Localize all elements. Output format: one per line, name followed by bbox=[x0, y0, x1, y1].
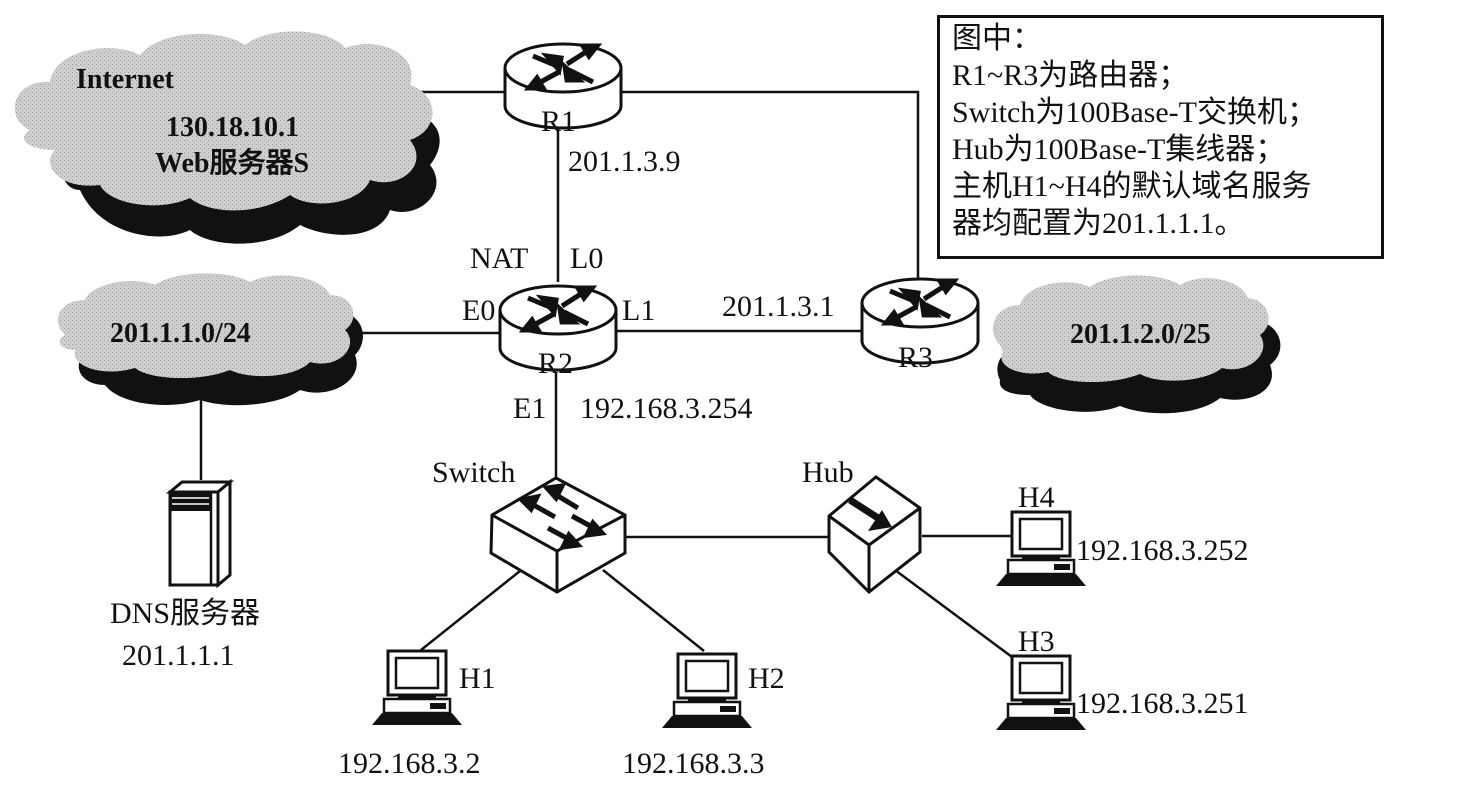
r2-e1-ip-label: 192.168.3.254 bbox=[580, 392, 753, 425]
note-line: 主机H1~H4的默认域名服务 bbox=[952, 170, 1312, 203]
host-h4-name: H4 bbox=[1018, 481, 1055, 514]
r2-e0-label: E0 bbox=[462, 294, 495, 327]
r1-ip-label: 201.1.3.9 bbox=[568, 145, 681, 178]
dns-server[interactable]: DNS服务器 201.1.1.1 bbox=[110, 478, 260, 672]
host-h3[interactable]: H3 192.168.3.251 bbox=[994, 625, 1249, 732]
router-r3-name: R3 bbox=[898, 341, 933, 374]
legend-note-box: 图中： R1~R3为路由器； Switch为100Base-T交换机； Hub为… bbox=[937, 15, 1384, 259]
host-h2-name: H2 bbox=[748, 662, 785, 695]
hub-arrow-icon bbox=[848, 497, 892, 531]
lan2-label: 201.1.2.0/25 bbox=[1070, 319, 1211, 350]
r2-l1-label: L1 bbox=[622, 294, 655, 327]
link-switch-h2 bbox=[602, 569, 705, 652]
note-line: 器均配置为201.1.1.1。 bbox=[952, 207, 1245, 240]
hub-label: Hub bbox=[802, 456, 854, 489]
host-h1-ip: 192.168.3.2 bbox=[338, 747, 481, 780]
host-h1-name: H1 bbox=[459, 662, 496, 695]
web-server-label: Web服务器S bbox=[155, 147, 309, 179]
cloud-shape bbox=[57, 273, 354, 379]
host-h1[interactable]: H1 192.168.3.2 bbox=[338, 649, 496, 780]
host-h3-ip: 192.168.3.251 bbox=[1076, 687, 1249, 720]
host-h4[interactable]: H4 192.168.3.252 bbox=[994, 481, 1249, 588]
computer-icon bbox=[994, 510, 1088, 588]
cloud-shape bbox=[14, 31, 433, 211]
switch-arrows-icon bbox=[516, 482, 608, 551]
r2-l0-label: L0 bbox=[570, 242, 603, 275]
router-r2-name: R2 bbox=[538, 347, 573, 380]
dns-server-ip: 201.1.1.1 bbox=[122, 639, 235, 672]
hub[interactable]: Hub bbox=[802, 456, 922, 595]
router-r1-name: R1 bbox=[541, 105, 576, 138]
lan-201-1-1-0-cloud: 201.1.1.0/24 bbox=[57, 273, 363, 406]
note-line: R1~R3为路由器； bbox=[952, 59, 1189, 92]
router-r3[interactable]: R3 bbox=[862, 279, 978, 374]
internet-ip: 130.18.10.1 bbox=[166, 112, 299, 143]
link-switch-h1 bbox=[420, 570, 521, 651]
lan1-label: 201.1.1.0/24 bbox=[110, 318, 251, 349]
computer-icon bbox=[660, 652, 754, 730]
cloud-shape bbox=[992, 275, 1269, 383]
internet-cloud: Internet 130.18.10.1 Web服务器S bbox=[14, 31, 440, 244]
computer-icon bbox=[370, 649, 464, 727]
internet-title: Internet bbox=[76, 64, 175, 95]
server-icon bbox=[165, 478, 235, 589]
router-r2[interactable]: R2 bbox=[500, 286, 616, 380]
note-line: Switch为100Base-T交换机； bbox=[952, 96, 1317, 129]
lan-201-1-2-0-cloud: 201.1.2.0/25 bbox=[992, 275, 1281, 414]
r3-ip-label: 201.1.3.1 bbox=[722, 290, 835, 323]
switch[interactable]: Switch bbox=[432, 456, 627, 594]
hub-body bbox=[827, 475, 922, 595]
link-r1-r3 bbox=[620, 90, 920, 290]
r2-nat-label: NAT bbox=[470, 242, 528, 275]
note-line: 图中： bbox=[952, 22, 1042, 55]
switch-label: Switch bbox=[432, 456, 515, 489]
router-r1[interactable]: R1 bbox=[505, 44, 621, 138]
computer-icon bbox=[994, 654, 1088, 732]
host-h2[interactable]: H2 192.168.3.3 bbox=[622, 652, 785, 780]
links bbox=[199, 90, 1013, 659]
dns-server-label: DNS服务器 bbox=[110, 597, 260, 630]
link-hub-h3 bbox=[894, 568, 1013, 659]
note-line: Hub为100Base-T集线器； bbox=[952, 133, 1286, 166]
host-h3-name: H3 bbox=[1018, 625, 1055, 658]
r2-e1-label: E1 bbox=[513, 392, 546, 425]
host-h4-ip: 192.168.3.252 bbox=[1076, 534, 1249, 567]
host-h2-ip: 192.168.3.3 bbox=[622, 747, 765, 780]
